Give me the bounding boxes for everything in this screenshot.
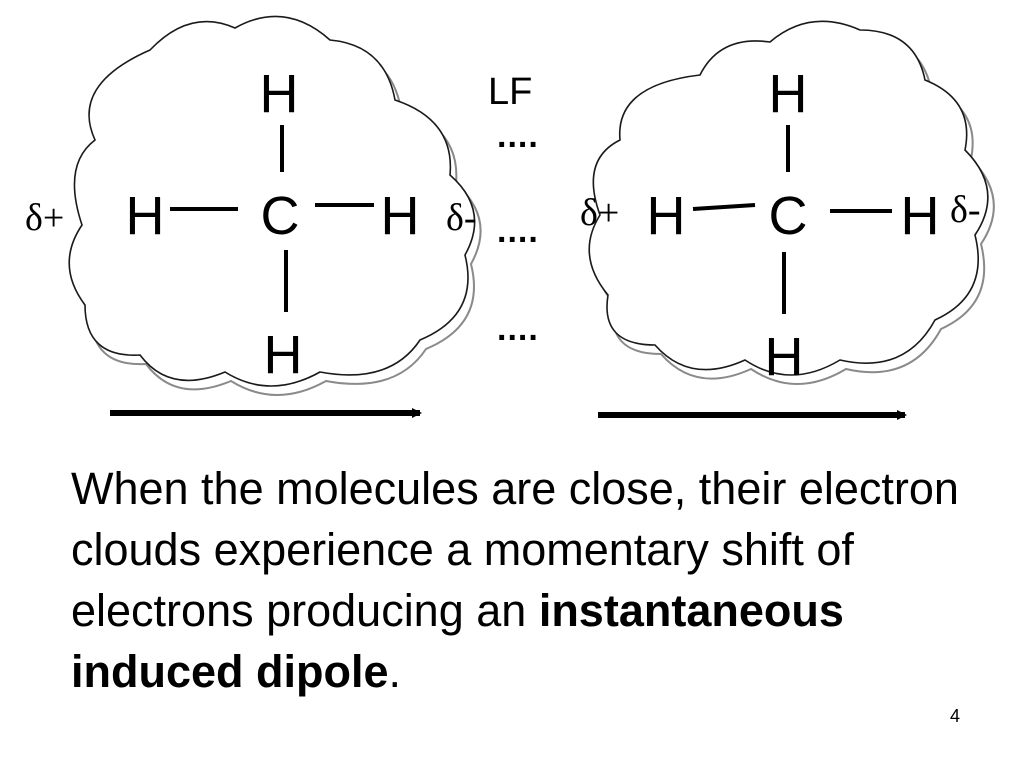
top-attraction-dots: .... xyxy=(497,117,539,155)
caption-period: . xyxy=(388,646,402,697)
right-left-hydrogen: H xyxy=(647,186,686,246)
london-force-label: LF xyxy=(488,71,532,113)
right-right-hydrogen: H xyxy=(901,186,940,246)
left-left-hydrogen: H xyxy=(126,186,165,246)
caption-text: When the molecules are close, their elec… xyxy=(71,458,1001,702)
left-bottom-hydrogen: H xyxy=(264,325,303,385)
right-inner-charge-label: δ+ xyxy=(580,192,619,234)
caption-body: When the molecules are close, their elec… xyxy=(71,463,959,636)
right-methane-molecule: H H C H H xyxy=(647,64,940,387)
right-outer-charge-label: δ- xyxy=(950,189,981,231)
right-left-bond xyxy=(692,203,756,211)
right-carbon: C xyxy=(769,186,808,246)
caption-bold-term: instantaneous induced dipole xyxy=(71,585,844,697)
left-outer-charge-label: δ+ xyxy=(25,197,64,239)
slide-number: 4 xyxy=(950,706,961,726)
left-right-hydrogen: H xyxy=(381,186,420,246)
bottom-attraction-dots: .... xyxy=(497,310,539,348)
right-bottom-hydrogen: H xyxy=(765,327,804,387)
left-top-hydrogen: H xyxy=(260,64,299,124)
london-forces-diagram: H H C H H H H C H H δ+ δ- δ+ δ- LF .... … xyxy=(25,15,995,420)
left-electron-cloud xyxy=(68,15,482,396)
right-electron-cloud xyxy=(588,20,995,385)
middle-attraction-dots: .... xyxy=(497,212,539,250)
right-top-hydrogen: H xyxy=(769,64,808,124)
left-carbon: C xyxy=(261,186,300,246)
left-methane-molecule: H H C H H xyxy=(126,64,420,385)
left-inner-charge-label: δ- xyxy=(446,197,477,239)
